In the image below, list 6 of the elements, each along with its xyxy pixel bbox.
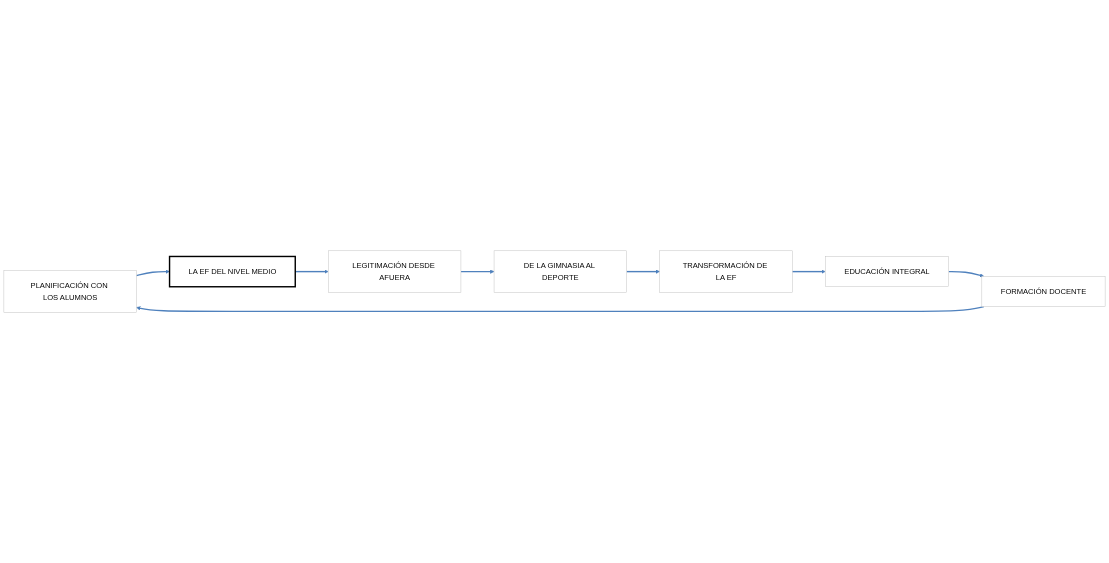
arrow xyxy=(460,269,495,274)
arrow xyxy=(136,305,985,312)
arrow xyxy=(948,270,985,278)
arrow xyxy=(625,269,660,274)
arrow xyxy=(135,269,170,277)
arrow xyxy=(791,269,826,274)
